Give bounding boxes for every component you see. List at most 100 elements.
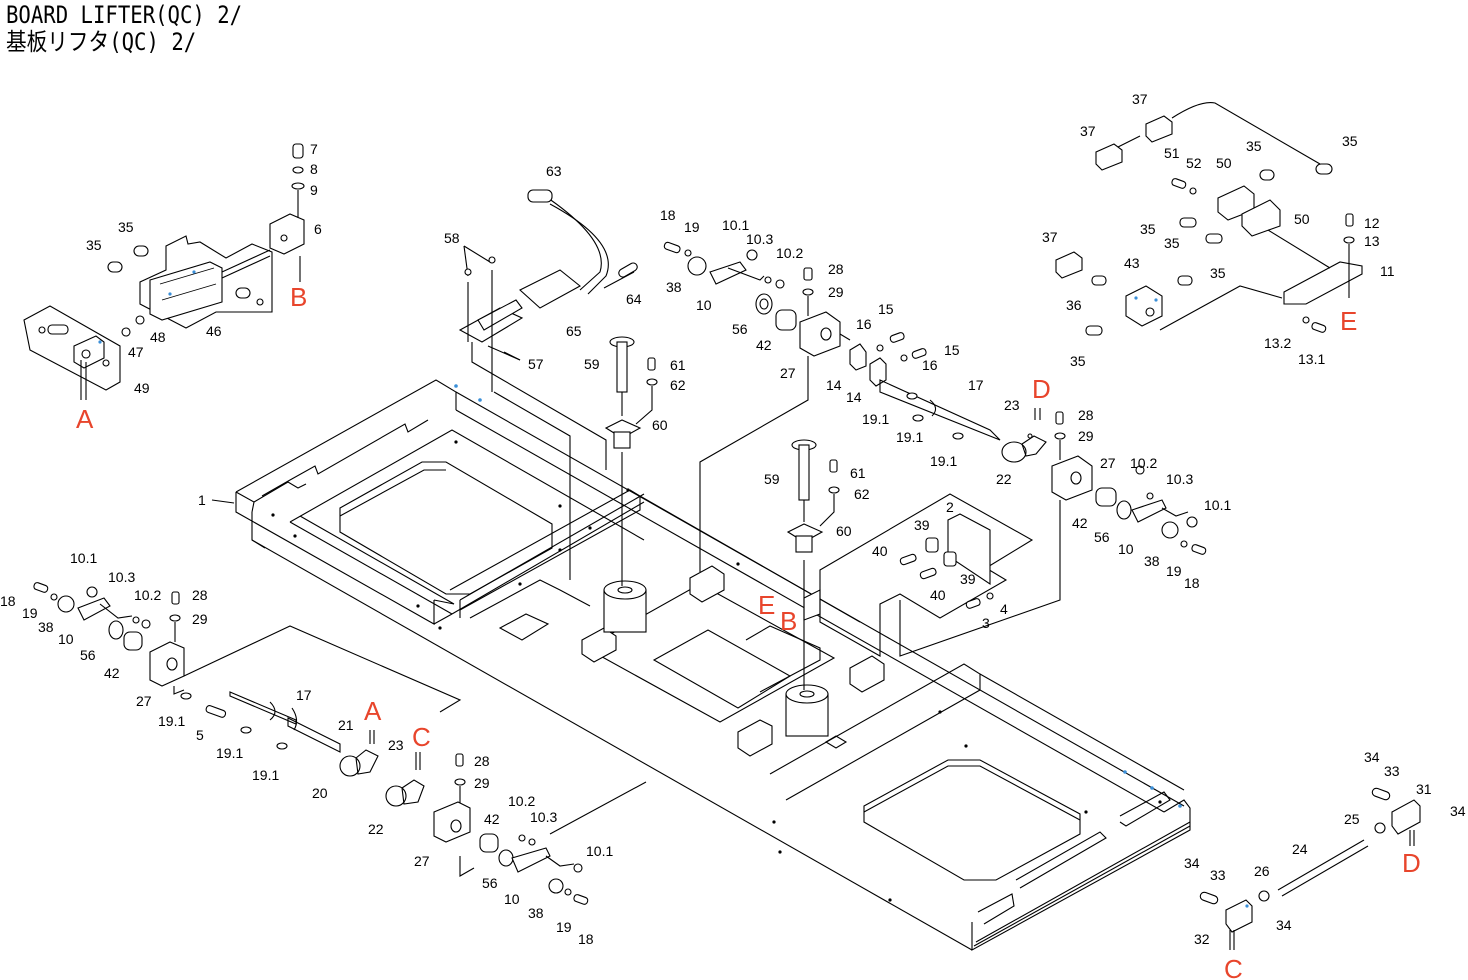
callout-59: 59 [584, 356, 600, 372]
callout-28: 28 [192, 587, 208, 603]
callout-39: 39 [914, 517, 930, 533]
callout-10-3: 10.3 [746, 231, 773, 247]
reference-markers: A B D E E B A C D C [76, 282, 1421, 980]
callout-42: 42 [756, 337, 772, 353]
callout-19-1: 19.1 [930, 453, 957, 469]
callout-22: 22 [368, 821, 384, 837]
callout-61: 61 [670, 357, 686, 373]
callout-4: 4 [1000, 601, 1008, 617]
callout-62: 62 [854, 486, 870, 502]
callout-36: 36 [1066, 297, 1082, 313]
callout-35: 35 [1246, 138, 1262, 154]
callout-19-1: 19.1 [252, 767, 279, 783]
callout-27: 27 [414, 853, 430, 869]
callout-10-1: 10.1 [722, 217, 749, 233]
callout-13-2: 13.2 [1264, 335, 1291, 351]
callout-38: 38 [1144, 553, 1160, 569]
callout-38: 38 [666, 279, 682, 295]
ref-marker-c: C [1224, 954, 1243, 980]
callout-18: 18 [660, 207, 676, 223]
callout-63: 63 [546, 163, 562, 179]
callout-10: 10 [504, 891, 520, 907]
callout-46: 46 [206, 323, 222, 339]
callout-12: 12 [1364, 215, 1380, 231]
callout-43: 43 [1124, 255, 1140, 271]
callout-48: 48 [150, 329, 166, 345]
callout-65: 65 [566, 323, 582, 339]
callout-38: 38 [38, 619, 54, 635]
callout-10-2: 10.2 [134, 587, 161, 603]
callout-64: 64 [626, 291, 642, 307]
callout-35: 35 [1210, 265, 1226, 281]
callout-5: 5 [196, 727, 204, 743]
ref-marker-e: E [1340, 306, 1357, 336]
callout-11: 11 [1380, 263, 1395, 279]
callout-17: 17 [968, 377, 984, 393]
callout-16: 16 [922, 357, 938, 373]
callout-58: 58 [444, 230, 460, 246]
callout-22: 22 [996, 471, 1012, 487]
callout-39: 39 [960, 571, 976, 587]
manifold-assembly [458, 189, 638, 580]
callout-50: 50 [1294, 211, 1310, 227]
drawing-title-english: BOARD LIFTER(QC) 2/ [6, 1, 243, 29]
callout-47: 47 [128, 344, 144, 360]
callout-19: 19 [684, 219, 700, 235]
callout-31: 31 [1416, 781, 1432, 797]
ref-marker-a: A [364, 696, 382, 726]
callout-23: 23 [1004, 397, 1020, 413]
callout-32: 32 [1194, 931, 1210, 947]
callout-23: 23 [388, 737, 404, 753]
callout-27: 27 [136, 693, 152, 709]
callout-7: 7 [310, 141, 318, 157]
callout-2: 2 [946, 499, 954, 515]
callout-10-3: 10.3 [530, 809, 557, 825]
callout-42: 42 [484, 811, 500, 827]
callout-60: 60 [652, 417, 668, 433]
callout-18: 18 [0, 593, 16, 609]
drawing-title-japanese: 基板リフタ(QC) 2/ [6, 28, 197, 56]
callout-13-1: 13.1 [1298, 351, 1325, 367]
callout-26: 26 [1254, 863, 1270, 879]
callout-56: 56 [80, 647, 96, 663]
callout-35: 35 [1342, 133, 1358, 149]
callout-49: 49 [134, 380, 150, 396]
callout-10-3: 10.3 [1166, 471, 1193, 487]
callout-labels: 7 8 9 6 35 35 46 47 48 49 58 57 63 64 65… [0, 91, 1466, 947]
callout-19-1: 19.1 [216, 745, 243, 761]
callout-1: 1 [198, 492, 206, 508]
ref-marker-a: A [76, 404, 94, 434]
callout-13: 13 [1364, 233, 1380, 249]
link-rod-assembly [1199, 787, 1421, 950]
callout-50: 50 [1216, 155, 1232, 171]
callout-14: 14 [846, 389, 862, 405]
callout-29: 29 [474, 775, 490, 791]
callout-37: 37 [1132, 91, 1148, 107]
elbow-fitting [133, 245, 149, 257]
lift-boss-center [785, 684, 829, 737]
callout-40: 40 [872, 543, 888, 559]
callout-9: 9 [310, 182, 318, 198]
ref-marker-d: D [1402, 848, 1421, 878]
callout-61: 61 [850, 465, 866, 481]
callout-20: 20 [312, 785, 328, 801]
callout-57: 57 [528, 356, 544, 372]
callout-16: 16 [856, 316, 872, 332]
callout-56: 56 [482, 875, 498, 891]
callout-34: 34 [1364, 749, 1380, 765]
callout-10: 10 [58, 631, 74, 647]
ref-marker-b: B [780, 606, 797, 636]
callout-35: 35 [1070, 353, 1086, 369]
callout-19: 19 [1166, 563, 1182, 579]
switch-assembly [1055, 102, 1363, 336]
callout-56: 56 [732, 321, 748, 337]
callout-10-1: 10.1 [586, 843, 613, 859]
callout-29: 29 [1078, 428, 1094, 444]
callout-34: 34 [1450, 803, 1466, 819]
callout-10-2: 10.2 [776, 245, 803, 261]
callout-60: 60 [836, 523, 852, 539]
callout-10: 10 [696, 297, 712, 313]
callout-25: 25 [1344, 811, 1360, 827]
ref-marker-c: C [412, 722, 431, 752]
